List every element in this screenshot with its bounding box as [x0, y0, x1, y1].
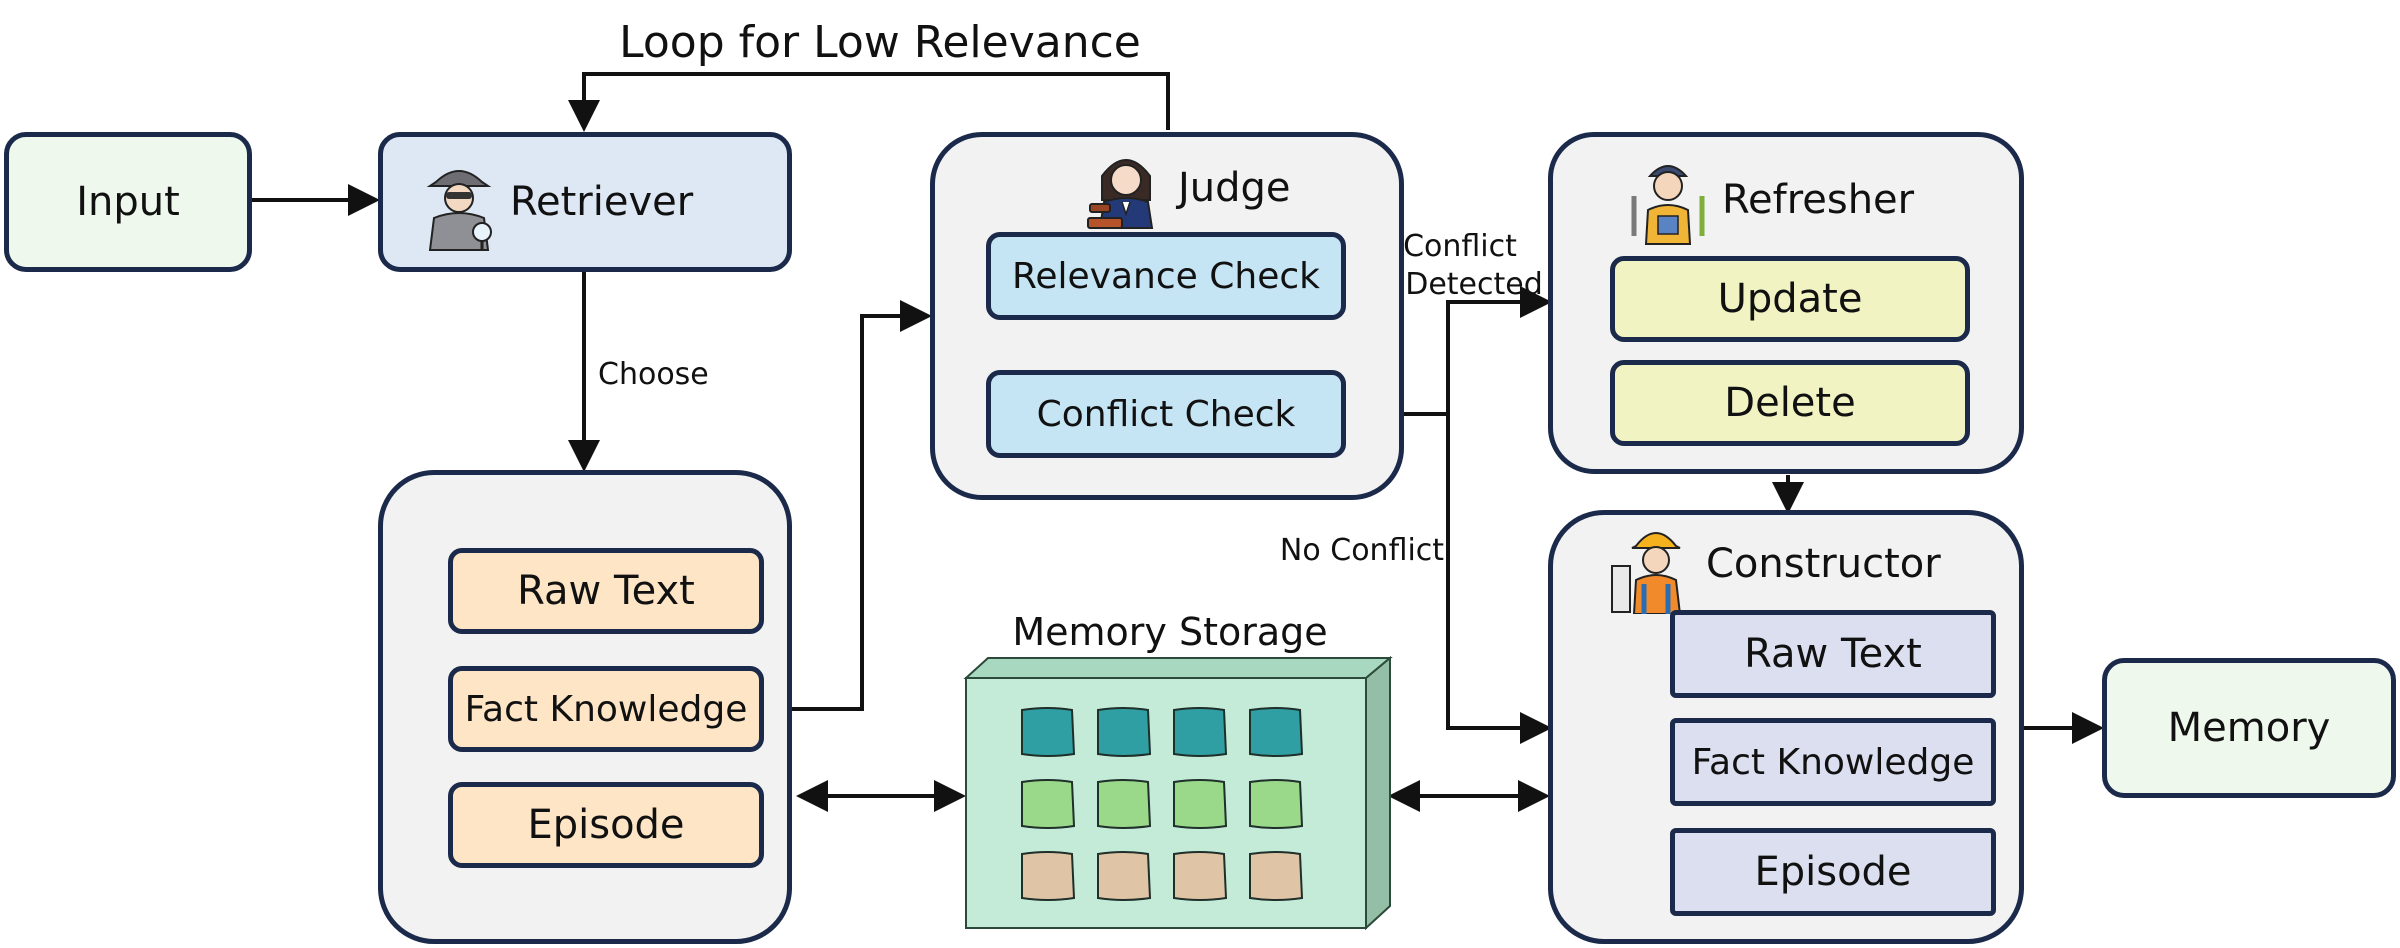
builder-icon [1611, 532, 1682, 614]
arrow-loop-low-relevance [568, 72, 1170, 132]
storage-cell [1021, 707, 1076, 757]
arrow-no-conflict [1446, 414, 1552, 744]
no-conflict-label: No Conflict [1279, 532, 1445, 568]
update-box [1610, 256, 1970, 342]
judge-icon [1087, 159, 1154, 229]
memory-storage-label: Memory Storage [1012, 610, 1328, 654]
storage-cell [1173, 779, 1228, 829]
storage-cell [1097, 851, 1152, 901]
storage-cells [1021, 707, 1304, 901]
constructor-fact-knowledge-label: Fact Knowledge [1691, 741, 1975, 783]
input-label: Input [76, 179, 180, 225]
input-box [4, 132, 252, 272]
constructor-label: Constructor [1706, 541, 1941, 587]
storage-cell [1021, 779, 1076, 829]
constructor-episode-box [1670, 828, 1996, 916]
storage-cell [1097, 707, 1152, 757]
constructor-episode-label: Episode [1754, 849, 1912, 895]
worker-icon [1631, 165, 1705, 245]
episode-label: Episode [527, 802, 685, 848]
constructor-raw-text-label: Raw Text [1744, 631, 1922, 677]
memory-label: Memory [2167, 705, 2331, 751]
storage-cell [1097, 779, 1152, 829]
raw-text-box [448, 548, 764, 634]
conflict-check-label: Conflict Check [1036, 393, 1296, 435]
storage-cell [1173, 851, 1228, 901]
retriever-label: Retriever [510, 179, 694, 225]
storage-cell [1021, 851, 1076, 901]
storage-top-face [963, 657, 1393, 679]
memory-box [2102, 658, 2396, 798]
memory-storage [963, 656, 1393, 931]
arrow-conflict-detected [1446, 286, 1552, 414]
conflict-check-box [986, 370, 1346, 458]
constructor-raw-text-box [1670, 610, 1996, 698]
relevance-check-box [986, 232, 1346, 320]
storage-side-face [1365, 656, 1391, 931]
update-label: Update [1717, 276, 1863, 322]
storage-cell [1249, 707, 1304, 757]
episode-box [448, 782, 764, 868]
raw-text-label: Raw Text [517, 568, 695, 614]
delete-box [1610, 360, 1970, 446]
detective-icon [426, 170, 492, 251]
choose-label: Choose [598, 356, 709, 392]
fact-knowledge-label: Fact Knowledge [464, 688, 748, 730]
constructor-fact-knowledge-box [1670, 718, 1996, 806]
judge-label: Judge [1178, 165, 1291, 211]
delete-label: Delete [1724, 380, 1856, 426]
storage-cell [1249, 851, 1304, 901]
storage-cell [1249, 779, 1304, 829]
storage-cell [1173, 707, 1228, 757]
arrow-fact-judge [764, 300, 932, 711]
fact-knowledge-box [448, 666, 764, 752]
conflict-detected-line2: Detected [1405, 266, 1543, 302]
relevance-check-label: Relevance Check [1011, 255, 1320, 297]
conflict-detected-line1: Conflict [1403, 228, 1517, 264]
loop-title: Loop for Low Relevance [619, 16, 1141, 68]
refresher-label: Refresher [1722, 177, 1915, 223]
